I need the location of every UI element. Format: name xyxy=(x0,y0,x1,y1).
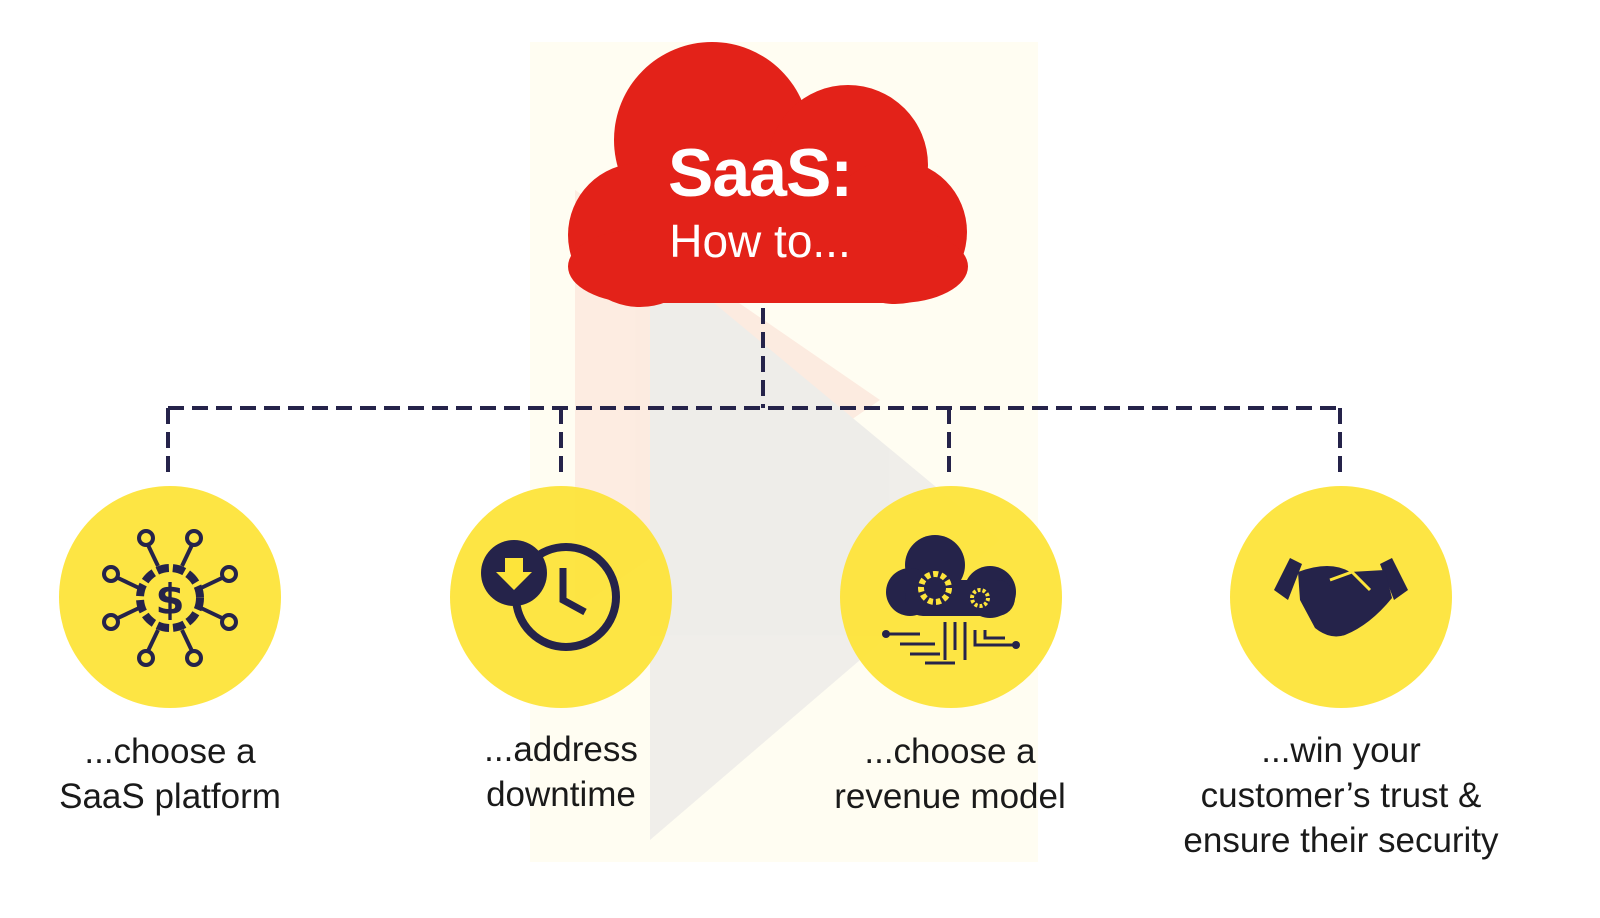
svg-text:$: $ xyxy=(155,575,184,624)
circle-platform xyxy=(59,486,281,708)
label-revenue: ...choose a revenue model xyxy=(760,729,1140,819)
connector-lines xyxy=(166,308,1342,480)
label-line: ...address xyxy=(484,730,638,769)
title: SaaS: xyxy=(668,135,853,211)
cloud-shape xyxy=(568,42,968,307)
label-line: downtime xyxy=(486,775,636,814)
label-line: ensure their security xyxy=(1183,821,1499,860)
cloud-gears-icon xyxy=(882,535,1020,665)
label-line: customer’s trust & xyxy=(1200,776,1482,815)
label-line: ...choose a xyxy=(864,732,1036,771)
handshake-icon xyxy=(1274,558,1408,637)
label-line: ...choose a xyxy=(84,732,256,771)
dollar-network-icon: $ xyxy=(102,529,238,667)
label-platform: ...choose a SaaS platform xyxy=(0,729,360,819)
subtitle: How to... xyxy=(669,215,851,267)
label-downtime: ...address downtime xyxy=(371,727,751,817)
download-clock-icon xyxy=(481,540,620,651)
label-line: revenue model xyxy=(834,777,1066,816)
label-line: SaaS platform xyxy=(59,777,281,816)
label-line: ...win your xyxy=(1261,731,1421,770)
label-trust: ...win your customer’s trust & ensure th… xyxy=(1151,728,1531,863)
